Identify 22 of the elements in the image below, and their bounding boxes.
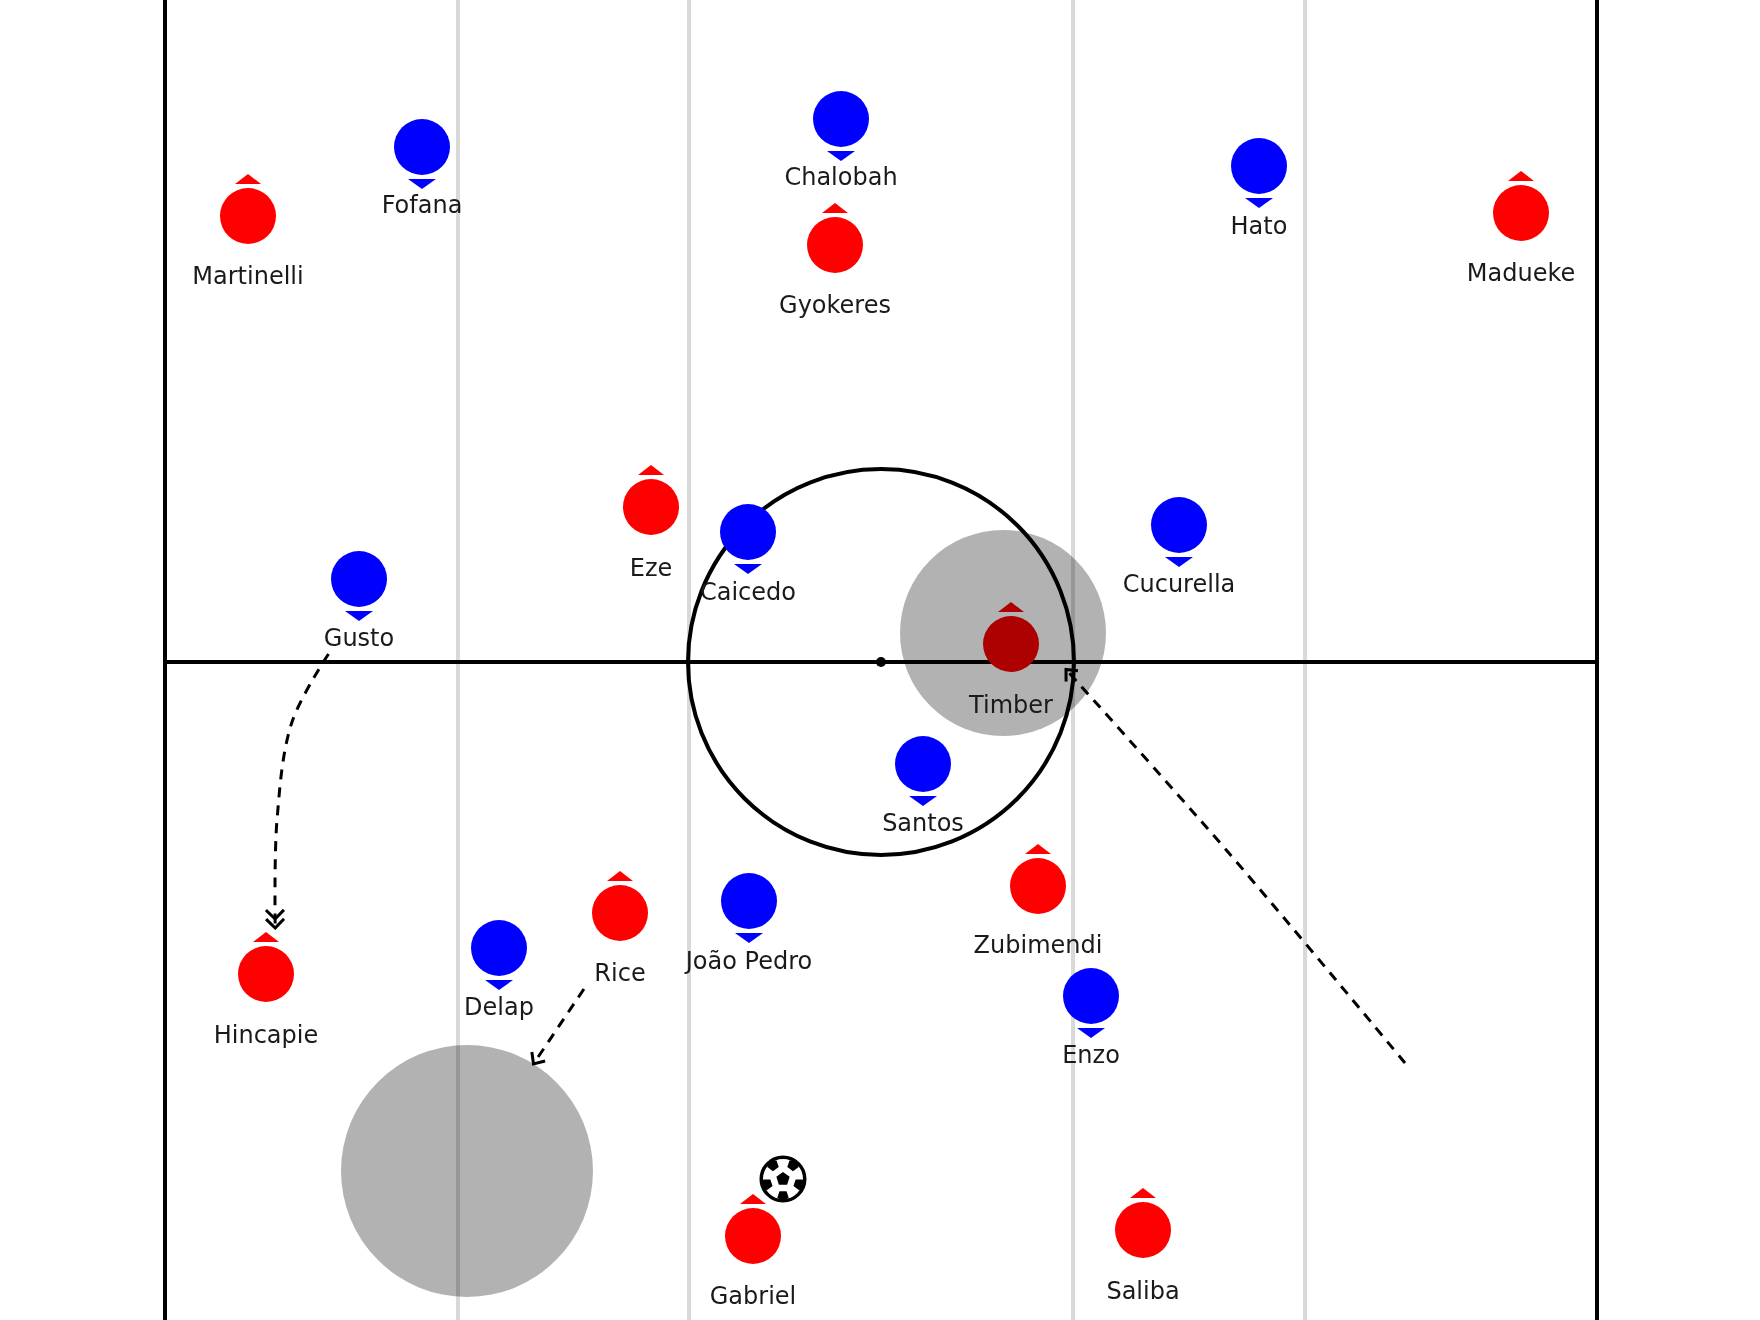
movement-arrow bbox=[1064, 667, 1407, 1064]
player-name: Madueke bbox=[1465, 258, 1577, 288]
player-name: Gusto bbox=[322, 623, 396, 653]
player-name: Hato bbox=[1229, 211, 1289, 241]
player-name: Martinelli bbox=[191, 261, 305, 291]
player-name: Enzo bbox=[1061, 1040, 1121, 1070]
player-name: Cucurella bbox=[1121, 569, 1237, 599]
player-name: Gabriel bbox=[708, 1281, 798, 1311]
player-name: Delap bbox=[463, 992, 535, 1022]
player-name: Timber bbox=[968, 690, 1054, 720]
player-name: Caicedo bbox=[699, 577, 797, 607]
movement-arrow bbox=[530, 988, 586, 1066]
player-name: Hincapie bbox=[212, 1020, 320, 1050]
player-name: Santos bbox=[881, 808, 965, 838]
player-name: Fofana bbox=[380, 190, 464, 220]
player-name: Saliba bbox=[1105, 1276, 1181, 1306]
player-name: Eze bbox=[628, 553, 674, 583]
player-name: Zubimendi bbox=[972, 930, 1104, 960]
player-name: Chalobah bbox=[783, 162, 899, 192]
player-name: João Pedro bbox=[683, 946, 814, 976]
player-name: Rice bbox=[593, 958, 647, 988]
player-name: Gyokeres bbox=[778, 290, 892, 320]
